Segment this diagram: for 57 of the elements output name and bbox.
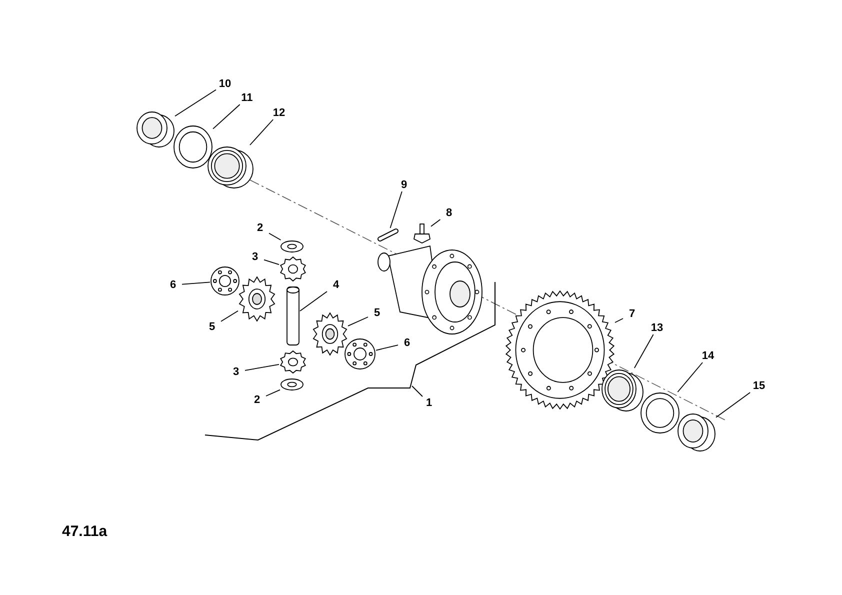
leader-line	[390, 191, 402, 228]
callout-number: 12	[270, 106, 288, 120]
callout-number: 14	[699, 350, 717, 362]
leader-line	[264, 259, 280, 266]
leader-line	[430, 219, 441, 227]
callout-number: 8	[440, 206, 458, 220]
thrust-washer-drawing	[344, 338, 376, 370]
callout-number: 6	[398, 336, 416, 350]
washer-drawing	[280, 240, 304, 253]
leader-line	[244, 364, 280, 371]
leader-line	[212, 104, 240, 130]
seal-drawing	[676, 412, 716, 452]
pinion-gear-drawing	[279, 256, 307, 282]
ring-drawing	[640, 392, 680, 434]
callout-number: 10	[216, 78, 234, 90]
leader-line	[266, 389, 280, 396]
washer-drawing	[280, 378, 304, 391]
leader-line	[677, 362, 703, 392]
callout-number: 3	[227, 366, 245, 378]
callout-number: 5	[203, 320, 221, 334]
callout-number: 6	[164, 278, 182, 292]
leader-line	[412, 386, 423, 397]
leader-line	[300, 291, 328, 312]
callout-number: 7	[623, 308, 641, 320]
leader-line	[716, 392, 751, 418]
callout-number: 15	[750, 380, 768, 392]
leader-line	[250, 119, 274, 146]
callout-number: 13	[648, 322, 666, 334]
thrust-washer-drawing	[210, 266, 240, 296]
callout-number: 9	[395, 178, 413, 192]
figure-number: 47.11a	[62, 522, 108, 542]
ring-drawing	[173, 125, 213, 169]
leader-line	[614, 318, 624, 323]
callout-number: 5	[368, 306, 386, 320]
leader-line	[376, 344, 398, 351]
pinion-gear-drawing	[279, 350, 307, 374]
bolt-drawing	[413, 222, 431, 244]
callout-number: 3	[246, 250, 264, 264]
callout-number: 1	[420, 396, 438, 410]
leader-line	[268, 232, 282, 240]
bevel-gear-drawing	[312, 312, 348, 356]
callout-number: 4	[327, 278, 345, 292]
callout-number: 2	[248, 394, 266, 406]
callout-number: 2	[251, 222, 269, 234]
callout-number: 11	[238, 92, 256, 104]
leader-line	[348, 316, 368, 326]
bearing-drawing	[600, 368, 644, 412]
leader-line	[220, 310, 238, 322]
leader-line	[174, 89, 216, 117]
shaft-drawing	[286, 286, 300, 346]
ring-gear-drawing	[505, 290, 615, 410]
pin-drawing	[377, 228, 399, 242]
seal-drawing	[135, 110, 175, 148]
bearing-drawing	[206, 145, 254, 189]
leader-line	[634, 334, 654, 368]
bevel-gear-drawing	[238, 276, 276, 322]
leader-line	[182, 282, 210, 285]
